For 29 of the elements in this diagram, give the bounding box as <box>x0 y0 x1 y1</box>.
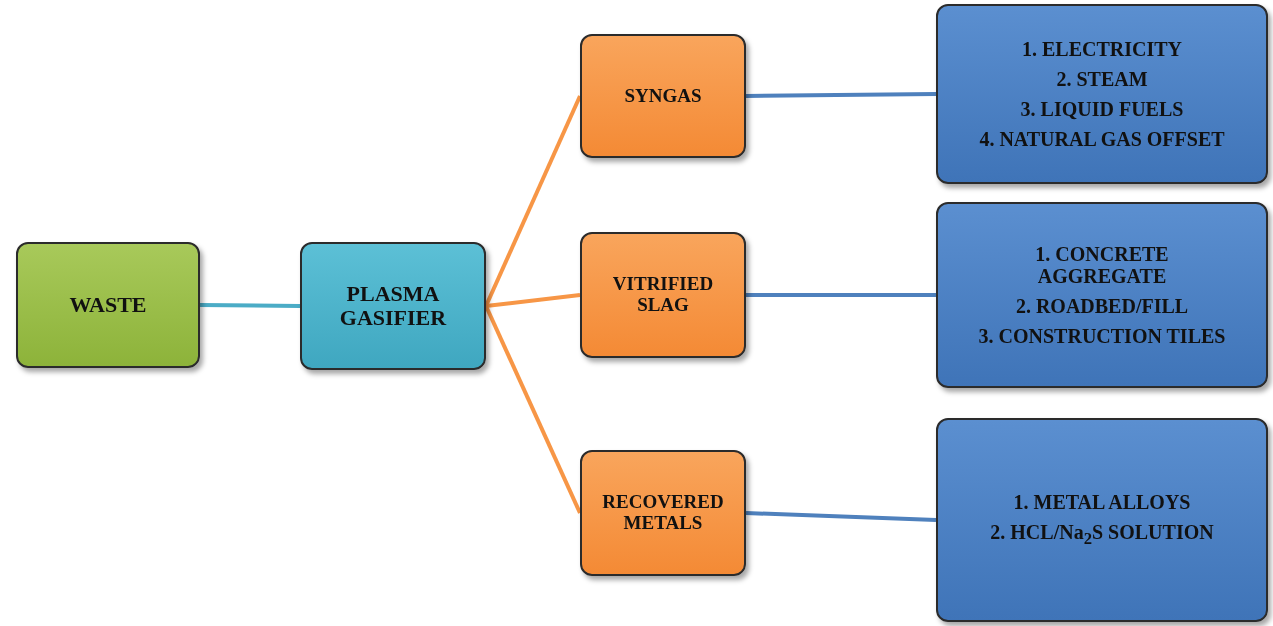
connector-line <box>485 293 581 308</box>
box-label: VITRIFIED SLAG <box>611 274 715 316</box>
list-item: 4. NATURAL GAS OFFSET <box>979 128 1225 150</box>
list-item: 3. LIQUID FUELS <box>1020 98 1184 120</box>
product-box <box>580 34 746 158</box>
box-label: RECOVERED METALS <box>601 492 725 534</box>
uses-list-box <box>936 418 1268 622</box>
product-box <box>580 450 746 576</box>
connector-line <box>746 293 936 297</box>
product-box <box>580 232 746 358</box>
list-item: 2. HCL/Na$_{2}$S SOLUTION <box>990 521 1214 549</box>
list-item: 2. STEAM <box>1056 68 1148 90</box>
box-label: WASTE <box>69 292 147 318</box>
list-item: 1. ELECTRICITY <box>1021 38 1182 60</box>
uses-list-box <box>936 202 1268 388</box>
list-item: 3. CONSTRUCTION TILES <box>978 325 1226 347</box>
connector-line <box>484 95 582 307</box>
box-label: PLASMA GASIFIER <box>338 281 448 331</box>
list-item: 1. CONCRETE AGGREGATE <box>1034 243 1170 287</box>
input-box <box>16 242 200 368</box>
connector-line <box>484 305 582 514</box>
connector-line <box>745 511 937 522</box>
list-item: 2. ROADBED/FILL <box>1015 295 1189 317</box>
connector-line <box>199 303 301 308</box>
list-item: 1. METAL ALLOYS <box>1013 491 1191 514</box>
uses-list-box <box>936 4 1268 184</box>
process-box <box>300 242 486 370</box>
connector-line <box>745 92 937 98</box>
box-label: SYNGAS <box>624 85 702 107</box>
